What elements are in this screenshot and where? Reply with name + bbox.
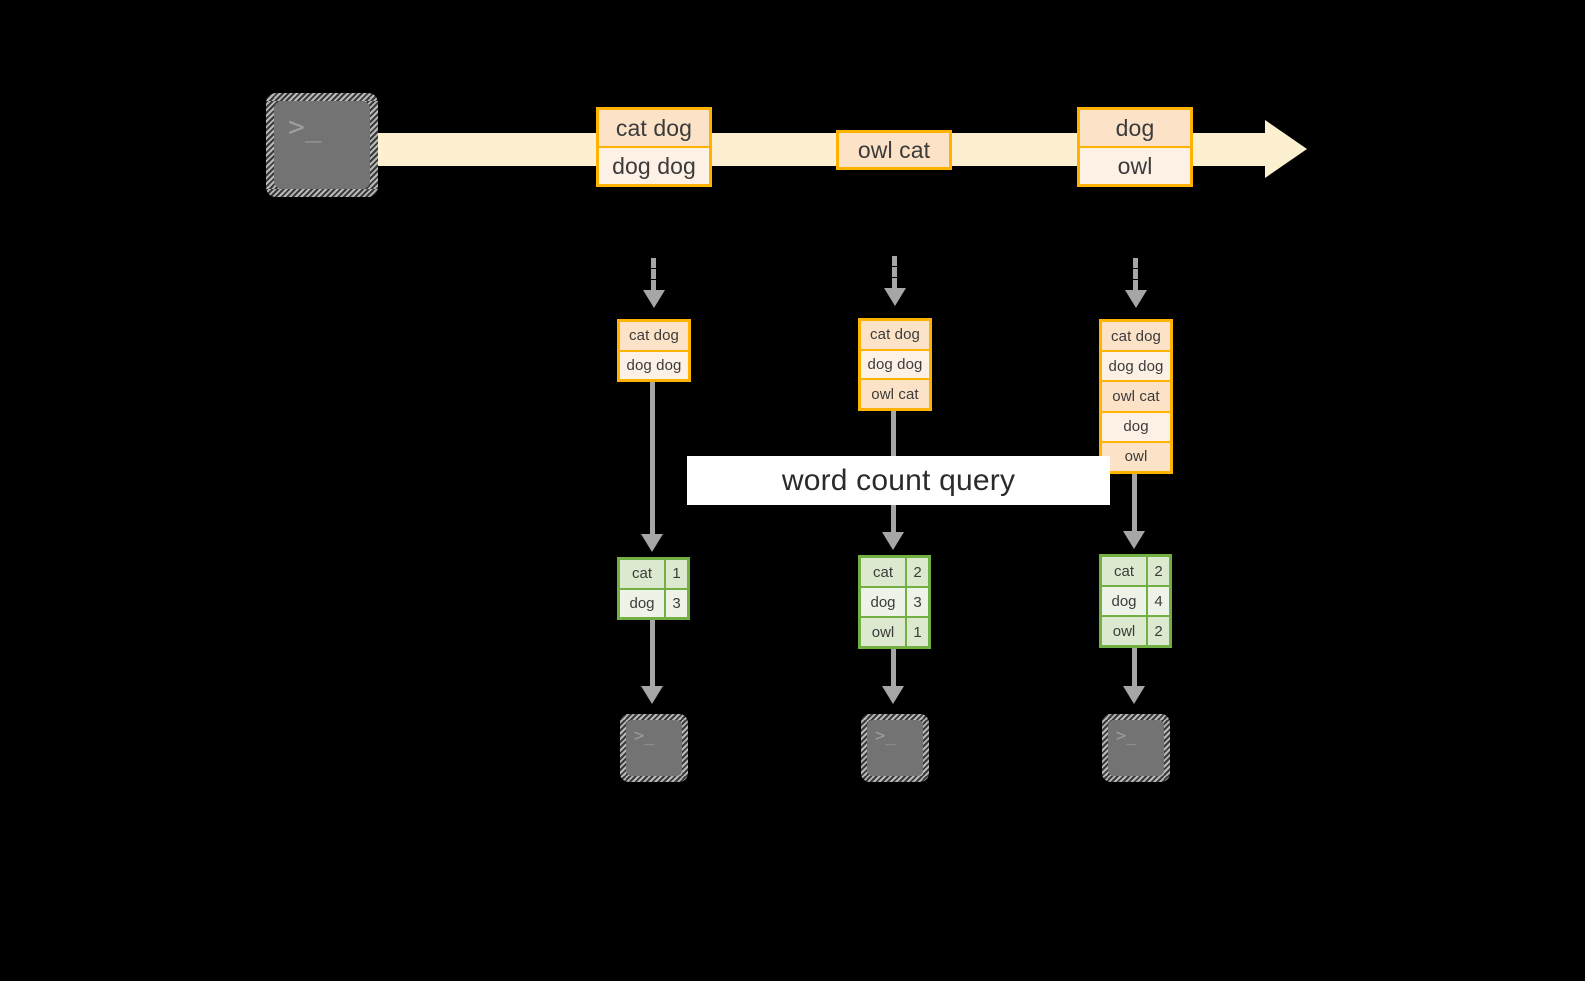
record-row: cat dog: [620, 322, 688, 350]
result-count: 1: [666, 560, 687, 588]
result-to-sink-line-1: [650, 620, 655, 694]
result-to-sink-arrowhead-3: [1123, 686, 1145, 704]
terminal-screen: [1108, 720, 1164, 776]
table-row: cat 2: [1102, 557, 1169, 585]
record-row: dog: [1102, 412, 1170, 441]
terminal-screen: [867, 720, 923, 776]
sink-terminal-1[interactable]: >_: [620, 714, 688, 782]
sink-terminal-3[interactable]: >_: [1102, 714, 1170, 782]
stream-arrow-head: [1265, 120, 1307, 178]
record-row: owl cat: [839, 133, 949, 167]
stream-to-state-dashed-line-1: [651, 258, 656, 290]
result-table-3[interactable]: cat 2 dog 4 owl 2: [1099, 554, 1172, 648]
sink-terminal-2[interactable]: >_: [861, 714, 929, 782]
terminal-screen: [626, 720, 682, 776]
stream-to-state-arrowhead-2: [884, 288, 906, 306]
result-count: 4: [1148, 587, 1169, 615]
terminal-prompt-glyph: >_: [634, 726, 655, 746]
result-to-sink-line-2: [891, 649, 896, 694]
result-count: 3: [666, 589, 687, 617]
stream-to-state-arrowhead-1: [643, 290, 665, 308]
table-row: dog 4: [1102, 587, 1169, 615]
state-to-result-arrowhead-1: [641, 534, 663, 552]
table-row: dog 3: [861, 588, 928, 616]
stream-batch-2[interactable]: owl cat: [836, 130, 952, 170]
record-row: dog: [1080, 110, 1190, 146]
stream-to-state-dashed-line-3: [1133, 258, 1138, 290]
accumulated-state-2[interactable]: cat dog dog dog owl cat: [858, 318, 932, 411]
stream-to-state-arrowhead-3: [1125, 290, 1147, 308]
source-terminal-icon[interactable]: >_: [266, 93, 378, 197]
accumulated-state-3[interactable]: cat dog dog dog owl cat dog owl: [1099, 319, 1173, 474]
stream-batch-3[interactable]: dog owl: [1077, 107, 1193, 187]
terminal-prompt-glyph: >_: [288, 110, 322, 143]
table-row: cat 2: [861, 558, 928, 586]
record-row: dog dog: [599, 148, 709, 184]
result-count: 3: [907, 588, 928, 616]
result-to-sink-line-3: [1132, 648, 1137, 694]
table-row: cat 1: [620, 560, 687, 588]
accumulated-state-1[interactable]: cat dog dog dog: [617, 319, 691, 382]
record-row: dog dog: [620, 351, 688, 379]
record-row: cat dog: [599, 110, 709, 146]
terminal-prompt-glyph: >_: [1116, 726, 1137, 746]
result-word: owl: [861, 618, 905, 646]
result-count: 2: [907, 558, 928, 586]
result-word: cat: [620, 560, 664, 588]
result-word: cat: [861, 558, 905, 586]
result-word: dog: [861, 588, 905, 616]
result-table-1[interactable]: cat 1 dog 3: [617, 557, 690, 620]
record-row: dog dog: [1102, 352, 1170, 381]
result-count: 2: [1148, 617, 1169, 645]
stream-batch-1[interactable]: cat dog dog dog: [596, 107, 712, 187]
state-to-result-line-1: [650, 382, 655, 542]
record-row: dog dog: [861, 350, 929, 379]
record-row: cat dog: [861, 321, 929, 349]
record-row: owl: [1102, 442, 1170, 472]
record-row: owl: [1080, 148, 1190, 184]
record-row: owl cat: [861, 380, 929, 409]
table-row: owl 2: [1102, 617, 1169, 645]
result-count: 1: [907, 618, 928, 646]
state-to-result-line-3: [1132, 474, 1137, 542]
query-label-band: word count query: [687, 456, 1110, 505]
result-table-2[interactable]: cat 2 dog 3 owl 1: [858, 555, 931, 649]
query-label: word count query: [781, 463, 1016, 497]
state-to-result-arrowhead-2: [882, 532, 904, 550]
record-row: cat dog: [1102, 322, 1170, 351]
record-row: owl cat: [1102, 382, 1170, 411]
result-word: dog: [1102, 587, 1146, 615]
table-row: dog 3: [620, 589, 687, 617]
result-to-sink-arrowhead-2: [882, 686, 904, 704]
result-to-sink-arrowhead-1: [641, 686, 663, 704]
stream-to-state-dashed-line-2: [892, 256, 897, 288]
terminal-prompt-glyph: >_: [875, 726, 896, 746]
result-word: dog: [620, 589, 664, 617]
result-count: 2: [1148, 557, 1169, 585]
terminal-screen: [274, 101, 370, 189]
table-row: owl 1: [861, 618, 928, 646]
state-to-result-arrowhead-3: [1123, 531, 1145, 549]
result-word: cat: [1102, 557, 1146, 585]
result-word: owl: [1102, 617, 1146, 645]
